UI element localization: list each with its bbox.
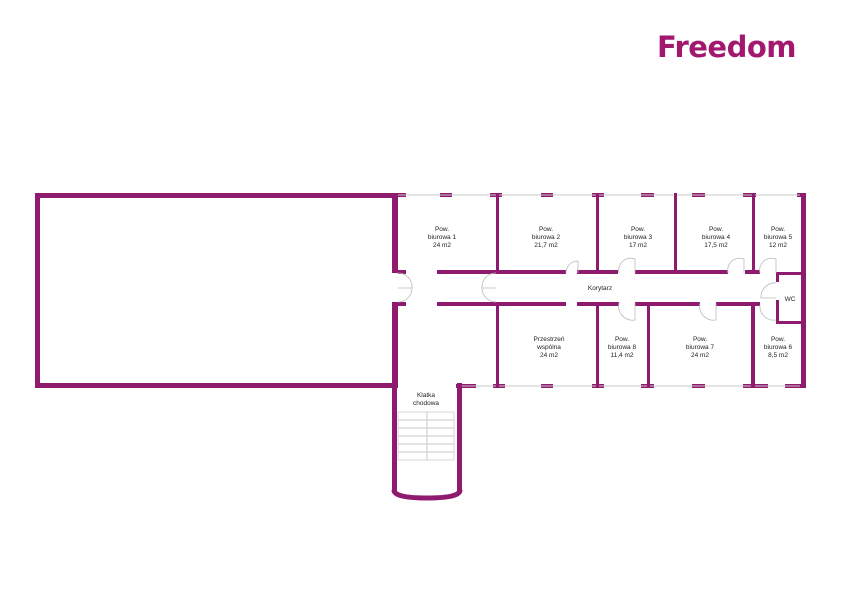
- stairs-icon: [397, 411, 455, 461]
- svg-text:biurowa 3: biurowa 3: [624, 234, 653, 241]
- svg-text:Pow.: Pow.: [771, 226, 785, 233]
- room-biurowa-8: Pow.biurowa 811,4 m2: [608, 336, 637, 359]
- corridor-label: Korytarz: [588, 285, 612, 292]
- svg-text:8,5 m2: 8,5 m2: [768, 352, 788, 359]
- room-biurowa-1: Pow.biurowa 124 m2: [428, 226, 457, 249]
- room-biurowa-3: Pow.biurowa 317 m2: [624, 226, 653, 249]
- svg-text:17,5 m2: 17,5 m2: [704, 242, 728, 249]
- svg-text:biurowa 5: biurowa 5: [764, 234, 793, 241]
- svg-text:21,7 m2: 21,7 m2: [534, 242, 558, 249]
- svg-text:24 m2: 24 m2: [540, 352, 558, 359]
- room-labels: Pow.biurowa 124 m2 Pow.biurowa 221,7 m2 …: [413, 226, 796, 407]
- stairwell-label-2: chodowa: [413, 400, 439, 407]
- svg-text:biurowa 6: biurowa 6: [764, 344, 793, 351]
- svg-text:17 m2: 17 m2: [629, 242, 647, 249]
- room-biurowa-2: Pow.biurowa 221,7 m2: [532, 226, 561, 249]
- svg-text:24 m2: 24 m2: [691, 352, 709, 359]
- room-biurowa-7: Pow.biurowa 724 m2: [686, 336, 715, 359]
- svg-text:Pow.: Pow.: [631, 226, 645, 233]
- room-biurowa-6: Pow.biurowa 68,5 m2: [764, 336, 793, 359]
- svg-text:biurowa 2: biurowa 2: [532, 234, 561, 241]
- svg-text:Pow.: Pow.: [709, 226, 723, 233]
- svg-text:Pow.: Pow.: [435, 226, 449, 233]
- svg-text:Pow.: Pow.: [615, 336, 629, 343]
- svg-text:Pow.: Pow.: [539, 226, 553, 233]
- stairwell-label: Klatka: [417, 392, 435, 399]
- svg-text:Przestrzeń: Przestrzeń: [533, 336, 564, 343]
- svg-text:biurowa 1: biurowa 1: [428, 234, 457, 241]
- svg-text:biurowa 8: biurowa 8: [608, 344, 637, 351]
- room-biurowa-5: Pow.biurowa 512 m2: [764, 226, 793, 249]
- walls: [35, 193, 806, 501]
- svg-text:12 m2: 12 m2: [769, 242, 787, 249]
- door-icons: [397, 257, 777, 321]
- svg-text:biurowa 7: biurowa 7: [686, 344, 715, 351]
- svg-text:biurowa 4: biurowa 4: [702, 234, 731, 241]
- svg-text:Pow.: Pow.: [771, 336, 785, 343]
- svg-text:Pow.: Pow.: [693, 336, 707, 343]
- svg-text:wspólna: wspólna: [536, 344, 561, 351]
- svg-text:11,4 m2: 11,4 m2: [610, 352, 633, 359]
- svg-text:24 m2: 24 m2: [433, 242, 451, 249]
- room-biurowa-4: Pow.biurowa 417,5 m2: [702, 226, 731, 249]
- freedom-logo: Freedom: [657, 30, 797, 64]
- wc-label: WC: [785, 296, 796, 303]
